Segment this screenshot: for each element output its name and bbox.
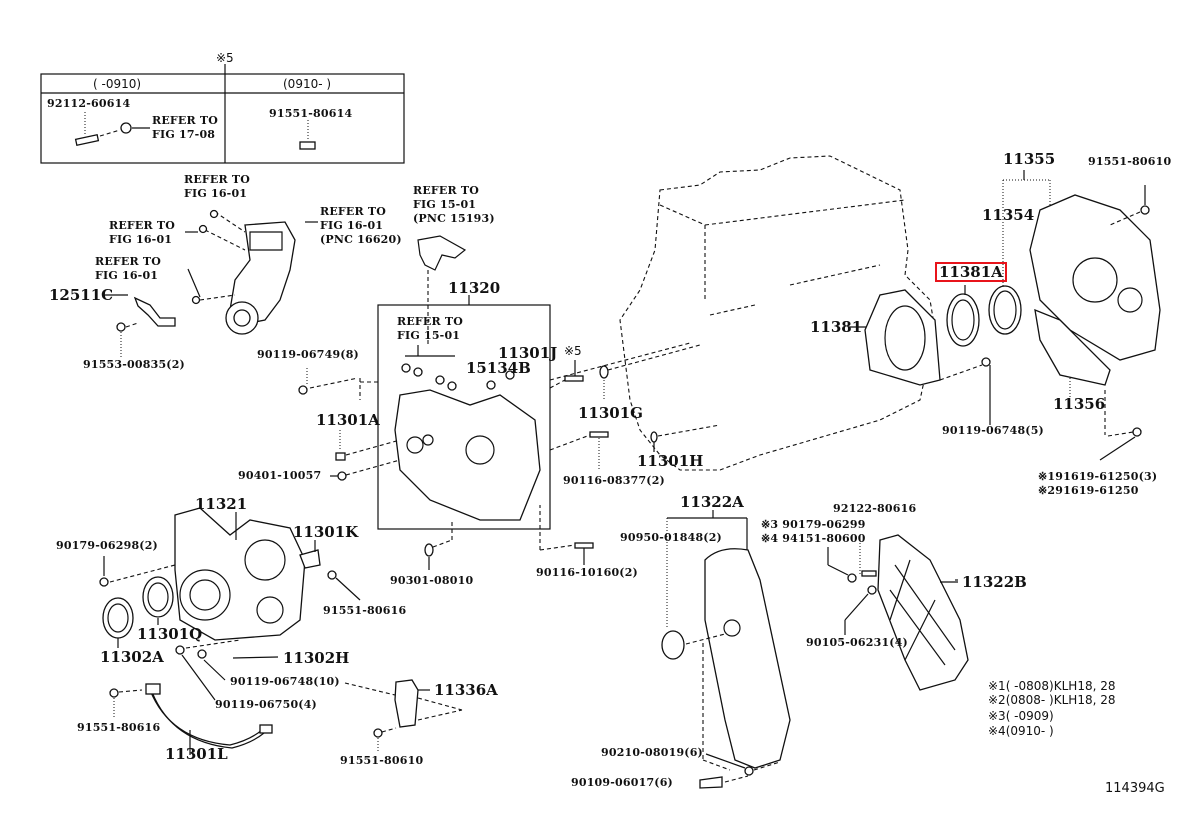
part-label[interactable]: 90950-01848(2) [620, 531, 722, 544]
part-label[interactable]: 90119-06750(4) [215, 698, 317, 711]
part-label[interactable]: 90119-06748(10) [230, 675, 340, 688]
part-label[interactable]: 11356 [1053, 395, 1106, 413]
refer-to-fig-link[interactable]: FIG 16-01 [184, 187, 248, 200]
table-header-after-0910: (0910- ) [283, 77, 332, 91]
refer-to-text: REFER TO [320, 205, 387, 218]
part-label[interactable]: 91551-80610 [340, 754, 424, 767]
footnote-marker: ※5 [564, 344, 582, 358]
part-label[interactable]: 90301-08010 [390, 574, 474, 587]
sensor-and-bracket [109, 679, 463, 755]
refer-to-fig-link[interactable]: FIG 16-01 [95, 269, 159, 282]
footnote-2: ※2(0808- )KLH18, 28 [988, 693, 1116, 707]
engine-block [619, 155, 991, 471]
11320-box [377, 235, 551, 530]
part-label[interactable]: 11355 [1003, 150, 1056, 168]
part-label[interactable]: 11321 [195, 495, 248, 513]
timing-cover-11321 [99, 507, 361, 701]
part-label[interactable]: 90119-06748(5) [942, 424, 1044, 437]
refer-to-text: REFER TO [413, 184, 480, 197]
part-label[interactable]: 91553-00835(2) [83, 358, 185, 371]
part-label[interactable]: ※291619-61250 [1038, 484, 1139, 497]
part-label[interactable]: 11301J [498, 344, 558, 362]
part-label[interactable]: 92122-80616 [833, 502, 917, 515]
part-label[interactable]: 11301K [293, 523, 359, 541]
part-label[interactable]: 11354 [982, 206, 1035, 224]
part-label[interactable]: 11336A [434, 681, 498, 699]
part-label[interactable]: 11301Q [137, 625, 203, 643]
highlighted-part-label[interactable]: 11381A [935, 262, 1007, 282]
refer-to-fig-link[interactable]: FIG 16-01 [109, 233, 173, 246]
refer-to-text: REFER TO [397, 315, 464, 328]
table-footnote-marker: ※5 [216, 51, 234, 65]
part-label[interactable]: 11301G [578, 404, 643, 422]
part-label[interactable]: 91551-80610 [1088, 155, 1172, 168]
part-label[interactable]: ※191619-61250(3) [1038, 470, 1158, 483]
table-header-before-0910: ( -0910) [93, 77, 142, 91]
part-label[interactable]: ※4 94151-80600 [761, 532, 866, 545]
part-label[interactable]: 11322B [962, 573, 1027, 591]
footnote-4: ※4(0910- ) [988, 724, 1054, 738]
part-label[interactable]: 11302H [283, 649, 350, 667]
part-label[interactable]: 91551-80614 [269, 107, 353, 120]
top-table-frame [40, 64, 405, 164]
pnc-reference: (PNC 16620) [320, 233, 402, 246]
part-label[interactable]: 11322A [680, 493, 744, 511]
part-label[interactable]: 90116-10160(2) [536, 566, 638, 579]
part-label[interactable]: 91551-80616 [323, 604, 407, 617]
part-label[interactable]: 11320 [448, 279, 501, 297]
part-label[interactable]: ※3 90179-06299 [761, 518, 866, 531]
part-label[interactable]: 90210-08019(6) [601, 746, 703, 759]
refer-to-fig-link[interactable]: FIG 16-01 [320, 219, 384, 232]
part-label[interactable]: 90116-08377(2) [563, 474, 665, 487]
footnote-1: ※1( -0808)KLH18, 28 [988, 679, 1116, 693]
part-label[interactable]: 11301A [316, 411, 380, 429]
part-label[interactable]: 91551-80616 [77, 721, 161, 734]
refer-to-text: REFER TO [95, 255, 162, 268]
part-label[interactable]: 12511C [49, 286, 114, 304]
part-label[interactable]: 90109-06017(6) [571, 776, 673, 789]
footnote-3: ※3( -0909) [988, 709, 1054, 723]
pnc-reference: (PNC 15193) [413, 212, 495, 225]
part-label[interactable]: 11302A [100, 648, 164, 666]
rear-seals [946, 170, 1161, 461]
part-label[interactable]: 90119-06749(8) [257, 348, 359, 361]
leaders-mid [298, 344, 721, 570]
refer-to-text: REFER TO [184, 173, 251, 186]
refer-to-fig-link[interactable]: FIG 15-01 [397, 329, 461, 342]
diagram-id: 114394G [1105, 781, 1165, 796]
part-label[interactable]: 11301L [165, 745, 228, 763]
part-label[interactable]: 11301H [637, 452, 704, 470]
refer-to-fig-link[interactable]: FIG 15-01 [413, 198, 477, 211]
part-label[interactable]: 90105-06231(4) [806, 636, 908, 649]
part-label[interactable]: 92112-60614 [47, 97, 131, 110]
part-label[interactable]: 90401-10057 [238, 469, 322, 482]
part-label[interactable]: 90179-06298(2) [56, 539, 158, 552]
refer-to-text: REFER TO [109, 219, 176, 232]
refer-to-fig-link[interactable]: FIG 17-08 [152, 128, 216, 141]
panel-11322B [827, 534, 969, 691]
belt-cover-11322A [661, 510, 791, 789]
refer-to-text: REFER TO [152, 114, 219, 127]
part-label[interactable]: 15134B [466, 359, 531, 377]
part-label[interactable]: 11381 [810, 318, 863, 336]
tensioner-assembly [104, 209, 318, 358]
